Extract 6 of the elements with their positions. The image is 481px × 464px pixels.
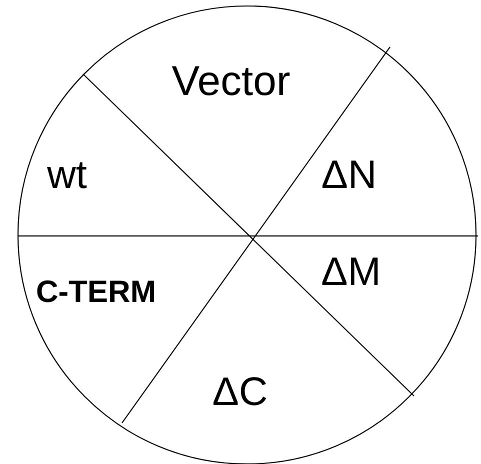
sector-label: ΔC [214,377,266,406]
sector-label: C-TERM [37,280,154,302]
sector-label: wt [47,162,87,188]
sector-label: Vector [172,66,290,96]
sector-label: ΔM [322,258,378,285]
sector-label: ΔN [322,160,374,188]
